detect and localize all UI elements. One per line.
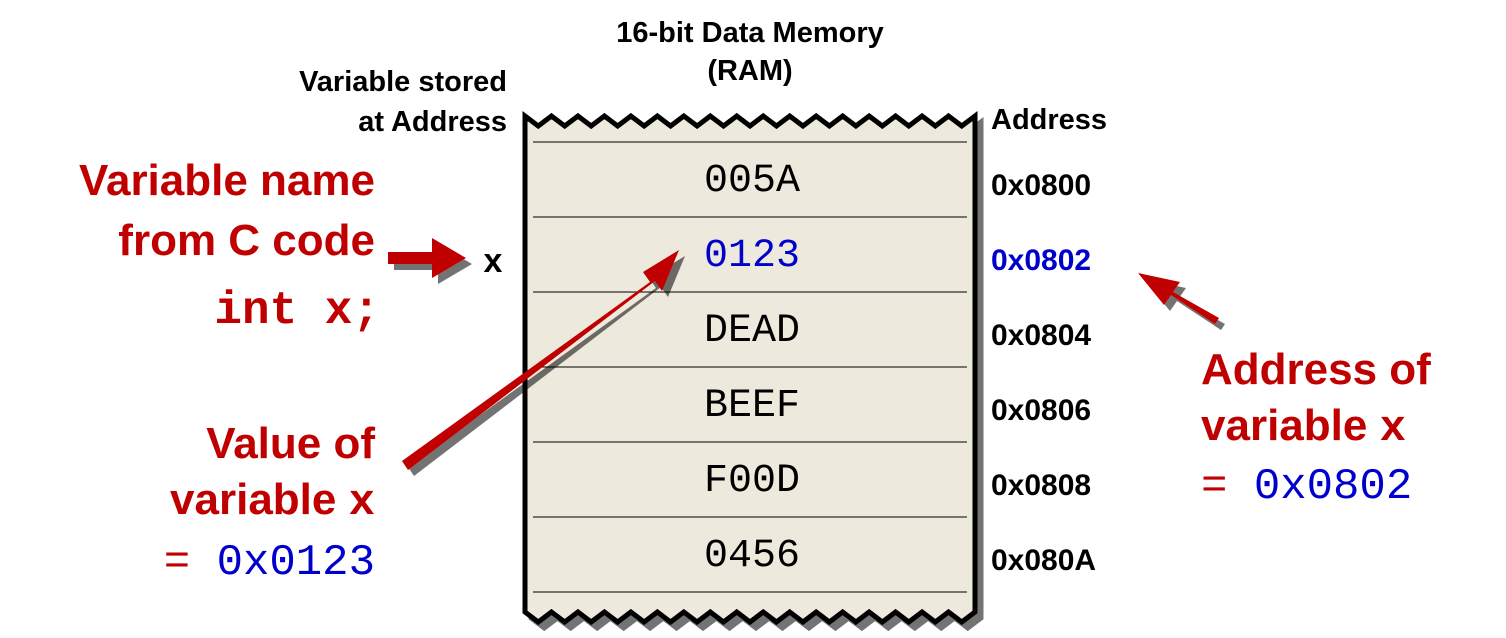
memory-cell-address: 0x0800 <box>991 169 1091 202</box>
memory-cell-address: 0x0802 <box>991 244 1091 277</box>
address-list: 0x0800 0x0802 0x0804 0x0806 0x0808 0x080A <box>991 169 1096 577</box>
stored-label-line2: at Address <box>358 106 507 138</box>
address-callout-var: x <box>1380 404 1406 454</box>
memory-title-line1: 16-bit Data Memory <box>616 17 884 49</box>
memory-cell-value: DEAD <box>704 309 800 354</box>
value-callout-val: 0x0123 <box>217 538 375 588</box>
name-arrow <box>388 238 466 278</box>
name-callout-line2: from C code <box>118 216 375 265</box>
memory-title-line2: (RAM) <box>707 55 792 87</box>
memory-cell-value: 005A <box>704 159 800 204</box>
address-callout-line1: Address of <box>1201 345 1431 394</box>
memory-cell-address: 0x0804 <box>991 319 1091 352</box>
address-callout-text: variable <box>1201 401 1380 450</box>
memory-cell-address: 0x0808 <box>991 469 1091 502</box>
memory-cell-value: 0456 <box>704 534 800 579</box>
address-callout-line2: variable x <box>1201 401 1406 454</box>
stored-label-line1: Variable stored <box>299 66 507 98</box>
memory-cell-value: 0123 <box>704 234 800 279</box>
variable-marker: x <box>484 242 503 280</box>
memory-outline <box>522 110 978 626</box>
value-callout-line1: Value of <box>206 419 375 468</box>
name-callout-code: int x; <box>214 285 380 337</box>
value-callout-eq: = <box>164 538 217 588</box>
address-arrow <box>1138 273 1219 324</box>
memory-cell-value: F00D <box>704 459 800 504</box>
address-callout-line3: = 0x0802 <box>1201 462 1412 512</box>
memory-cell-value: BEEF <box>704 384 800 429</box>
value-callout-var: x <box>349 478 375 528</box>
name-callout-line1: Variable name <box>79 156 375 205</box>
memory-cell-address: 0x080A <box>991 544 1096 577</box>
memory-cell-address: 0x0806 <box>991 394 1091 427</box>
address-callout-val: 0x0802 <box>1254 462 1412 512</box>
value-arrow <box>402 250 679 470</box>
value-callout-line2: variable x <box>170 475 375 528</box>
address-callout-eq: = <box>1201 462 1254 512</box>
address-header: Address <box>991 104 1107 136</box>
value-callout-text: variable <box>170 475 349 524</box>
cell-dividers <box>533 141 967 593</box>
value-callout-line3: = 0x0123 <box>164 538 375 588</box>
